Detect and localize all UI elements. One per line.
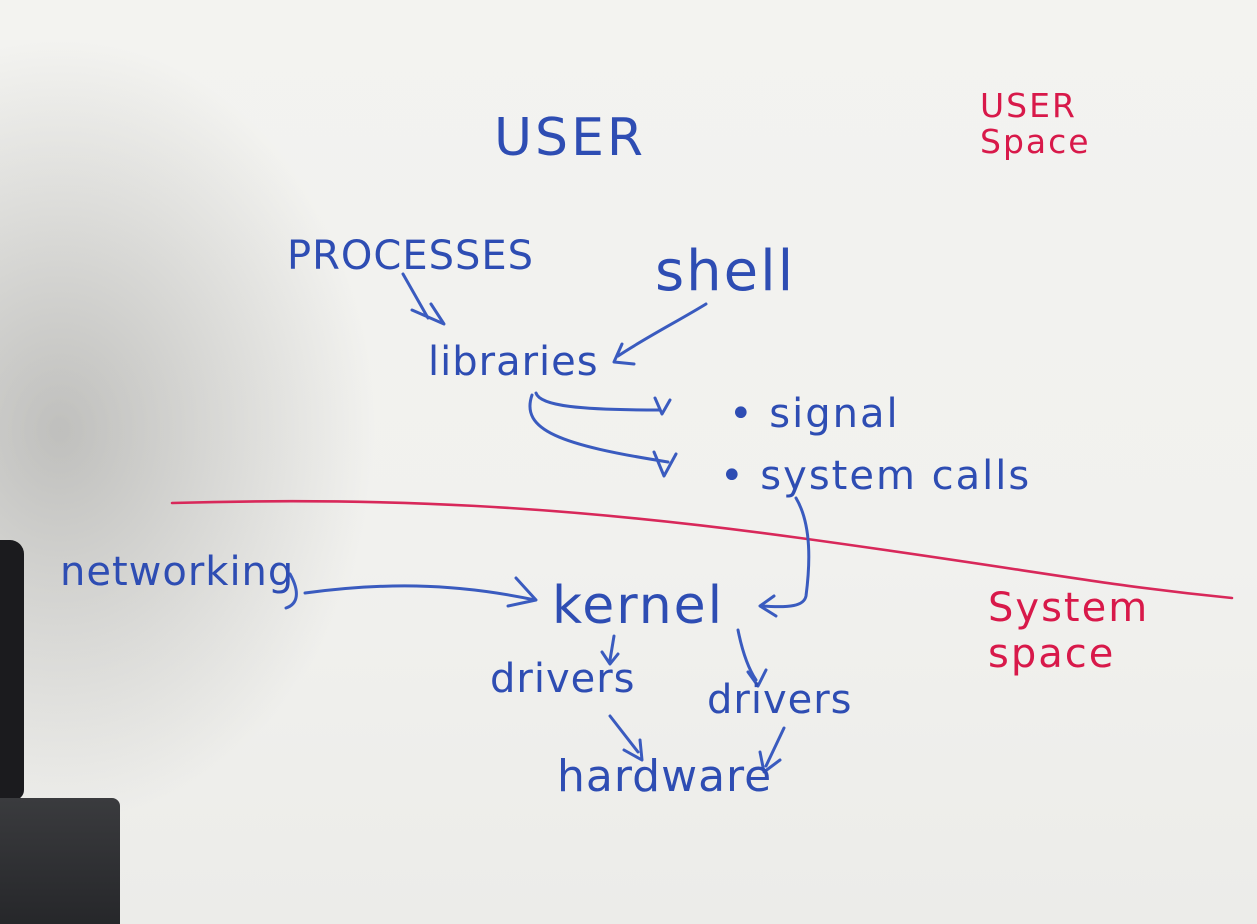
arrow-libraries-to-system-calls — [528, 393, 670, 464]
system-space-label: System space — [988, 585, 1150, 677]
arrow-shell-to-libraries — [616, 302, 708, 358]
networking-hook-stroke — [284, 572, 298, 610]
processes-node: PROCESSES — [287, 233, 535, 279]
hardware-node: hardware — [557, 751, 773, 802]
arrow-libraries-to-signal — [534, 391, 662, 412]
arrowhead-kernel-from-system-calls — [758, 594, 778, 618]
libraries-node: libraries — [428, 339, 599, 385]
arrowhead-drivers-left — [600, 650, 620, 666]
arrowhead-libraries-from-shell — [612, 342, 636, 366]
networking-node: networking — [60, 549, 295, 595]
arrowhead-drivers-right — [746, 668, 768, 688]
user-system-divider-line — [170, 499, 1234, 600]
arrow-system-calls-to-kernel — [760, 496, 811, 609]
arrow-kernel-to-drivers-right — [736, 628, 758, 682]
arrow-kernel-to-drivers-left — [608, 634, 616, 662]
arrow-drivers-right-to-hardware — [764, 726, 786, 768]
arrowhead-system-calls — [652, 450, 678, 478]
arrowhead-kernel-from-networking — [506, 576, 538, 608]
shell-node: shell — [655, 239, 796, 304]
arrowhead-signal — [653, 396, 672, 416]
arrowhead-libraries-from-processes — [410, 302, 446, 326]
arrow-networking-to-kernel — [303, 584, 537, 602]
arrow-drivers-left-to-hardware — [608, 714, 640, 754]
user-space-label: USER Space — [980, 86, 1091, 162]
drivers-right-node: drivers — [707, 677, 853, 723]
signal-item: • signal — [729, 391, 900, 437]
user-heading: USER — [494, 108, 647, 168]
arrowhead-hardware-from-left — [622, 738, 644, 762]
kernel-node: kernel — [552, 576, 725, 636]
arrow-processes-to-libraries — [401, 272, 430, 320]
arrowhead-hardware-from-right — [758, 750, 782, 774]
laptop-corner — [0, 798, 120, 924]
presenter-silhouette — [0, 540, 24, 800]
drivers-left-node: drivers — [490, 656, 636, 702]
system-calls-item: • system calls — [720, 453, 1032, 499]
